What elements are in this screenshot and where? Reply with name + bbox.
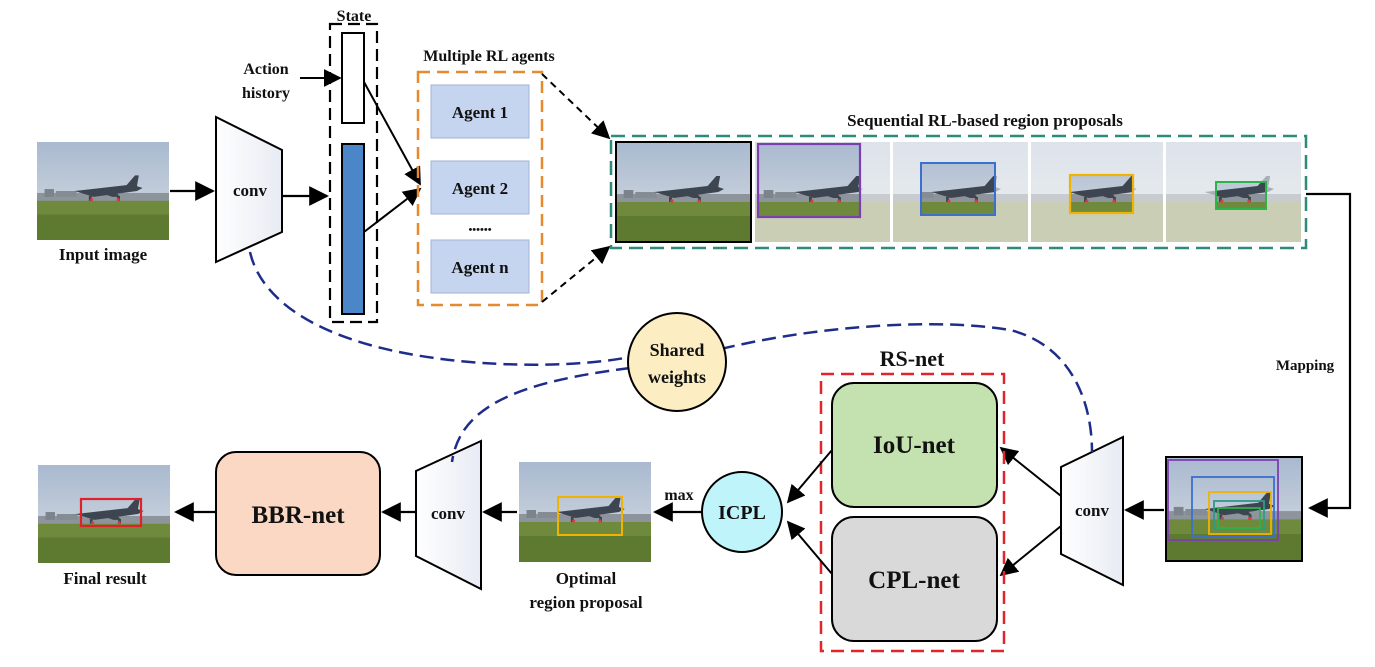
agent-n-label: Agent n: [451, 258, 509, 277]
state-feature-bar: [341, 143, 365, 315]
shared-weights-curve-upper: [248, 251, 631, 366]
final-result-label: Final result: [63, 569, 147, 588]
arrow-conv-to-iou: [999, 446, 1062, 497]
shared-weights-curve-right: [720, 323, 1094, 453]
state-action-history-bar: [341, 32, 365, 124]
optimal-label-2: region proposal: [529, 593, 642, 612]
action-history-label-1: Action: [243, 61, 288, 78]
sequence-image-4: [1031, 142, 1163, 242]
final-result-image: [38, 465, 170, 563]
shared-weights-curve-left: [450, 366, 631, 463]
conv-trapezoid-top: [215, 115, 283, 264]
shared-weights-label-1: Shared: [650, 340, 705, 360]
conv-trapezoid-mid: [415, 439, 482, 591]
proposal-box-green: [1215, 181, 1267, 210]
sequence-image-1: [615, 141, 752, 243]
proposal-box-yellow: [1068, 173, 1135, 215]
cpl-net-box: [831, 516, 998, 642]
proposal-box-purple: [756, 142, 862, 219]
optimal-box-yellow: [557, 496, 623, 536]
sequence-image-3: [893, 142, 1028, 242]
agent-1-box: [430, 84, 530, 139]
sequential-label: Sequential RL-based region proposals: [847, 111, 1123, 130]
mapped-box-teal: [1213, 500, 1265, 530]
shared-weights-circle: [627, 312, 727, 412]
arrow-cpl-to-icpl: [786, 520, 833, 575]
agent-1-label: Agent 1: [452, 103, 508, 122]
final-box-red: [79, 497, 143, 528]
multiple-agents-label: Multiple RL agents: [423, 48, 555, 65]
iou-net-label: IoU-net: [873, 432, 956, 459]
sequence-image-2: [755, 142, 890, 242]
state-label: State: [337, 8, 372, 25]
optimal-proposal-image: [519, 462, 651, 562]
arrow-state-top-to-agents: [363, 81, 421, 186]
mapping-connector: [1306, 192, 1352, 518]
arrow-conv-to-cpl: [999, 525, 1062, 577]
agent-n-box: [430, 239, 530, 294]
sequence-dashed-box: [609, 134, 1308, 250]
bbr-net-box: [215, 451, 381, 576]
input-image-label: Input image: [59, 245, 148, 264]
state-dashed-box: [328, 22, 379, 324]
conv-right-label: conv: [1075, 501, 1110, 520]
arrow-iou-to-icpl: [786, 449, 833, 504]
mapped-image: [1165, 456, 1303, 562]
rs-net-dashed-box: [819, 372, 1006, 653]
agent-2-label: Agent 2: [452, 179, 508, 198]
mapping-label: Mapping: [1276, 358, 1335, 374]
icpl-label: ICPL: [718, 502, 766, 524]
agents-dashed-box: [416, 70, 544, 307]
mapped-box-yellow: [1208, 491, 1272, 535]
agent-2-box: [430, 160, 530, 215]
mapped-box-green: [1217, 507, 1261, 529]
conv-top-label: conv: [233, 181, 268, 200]
agent-dots: ••••••: [468, 224, 491, 236]
action-history-label-2: history: [242, 85, 290, 102]
max-label: max: [664, 487, 693, 504]
mapped-box-blue: [1191, 476, 1275, 538]
sequence-image-5: [1166, 142, 1301, 242]
iou-net-box: [831, 382, 998, 508]
shared-weights-label-2: weights: [648, 367, 706, 387]
cpl-net-label: CPL-net: [868, 567, 960, 594]
proposal-box-blue: [920, 162, 996, 216]
dashed-arrow-agents-to-sequence-bottom: [541, 245, 611, 303]
conv-mid-label: conv: [431, 504, 466, 523]
input-image: [37, 142, 169, 240]
optimal-label-1: Optimal: [556, 569, 617, 588]
conv-trapezoid-right: [1060, 435, 1124, 587]
arrow-state-bottom-to-agents: [363, 187, 422, 233]
dashed-arrow-agents-to-sequence-top: [541, 73, 611, 140]
bbr-net-label: BBR-net: [251, 502, 345, 529]
rs-net-label: RS-net: [880, 346, 945, 371]
mapped-box-purple: [1167, 459, 1279, 541]
